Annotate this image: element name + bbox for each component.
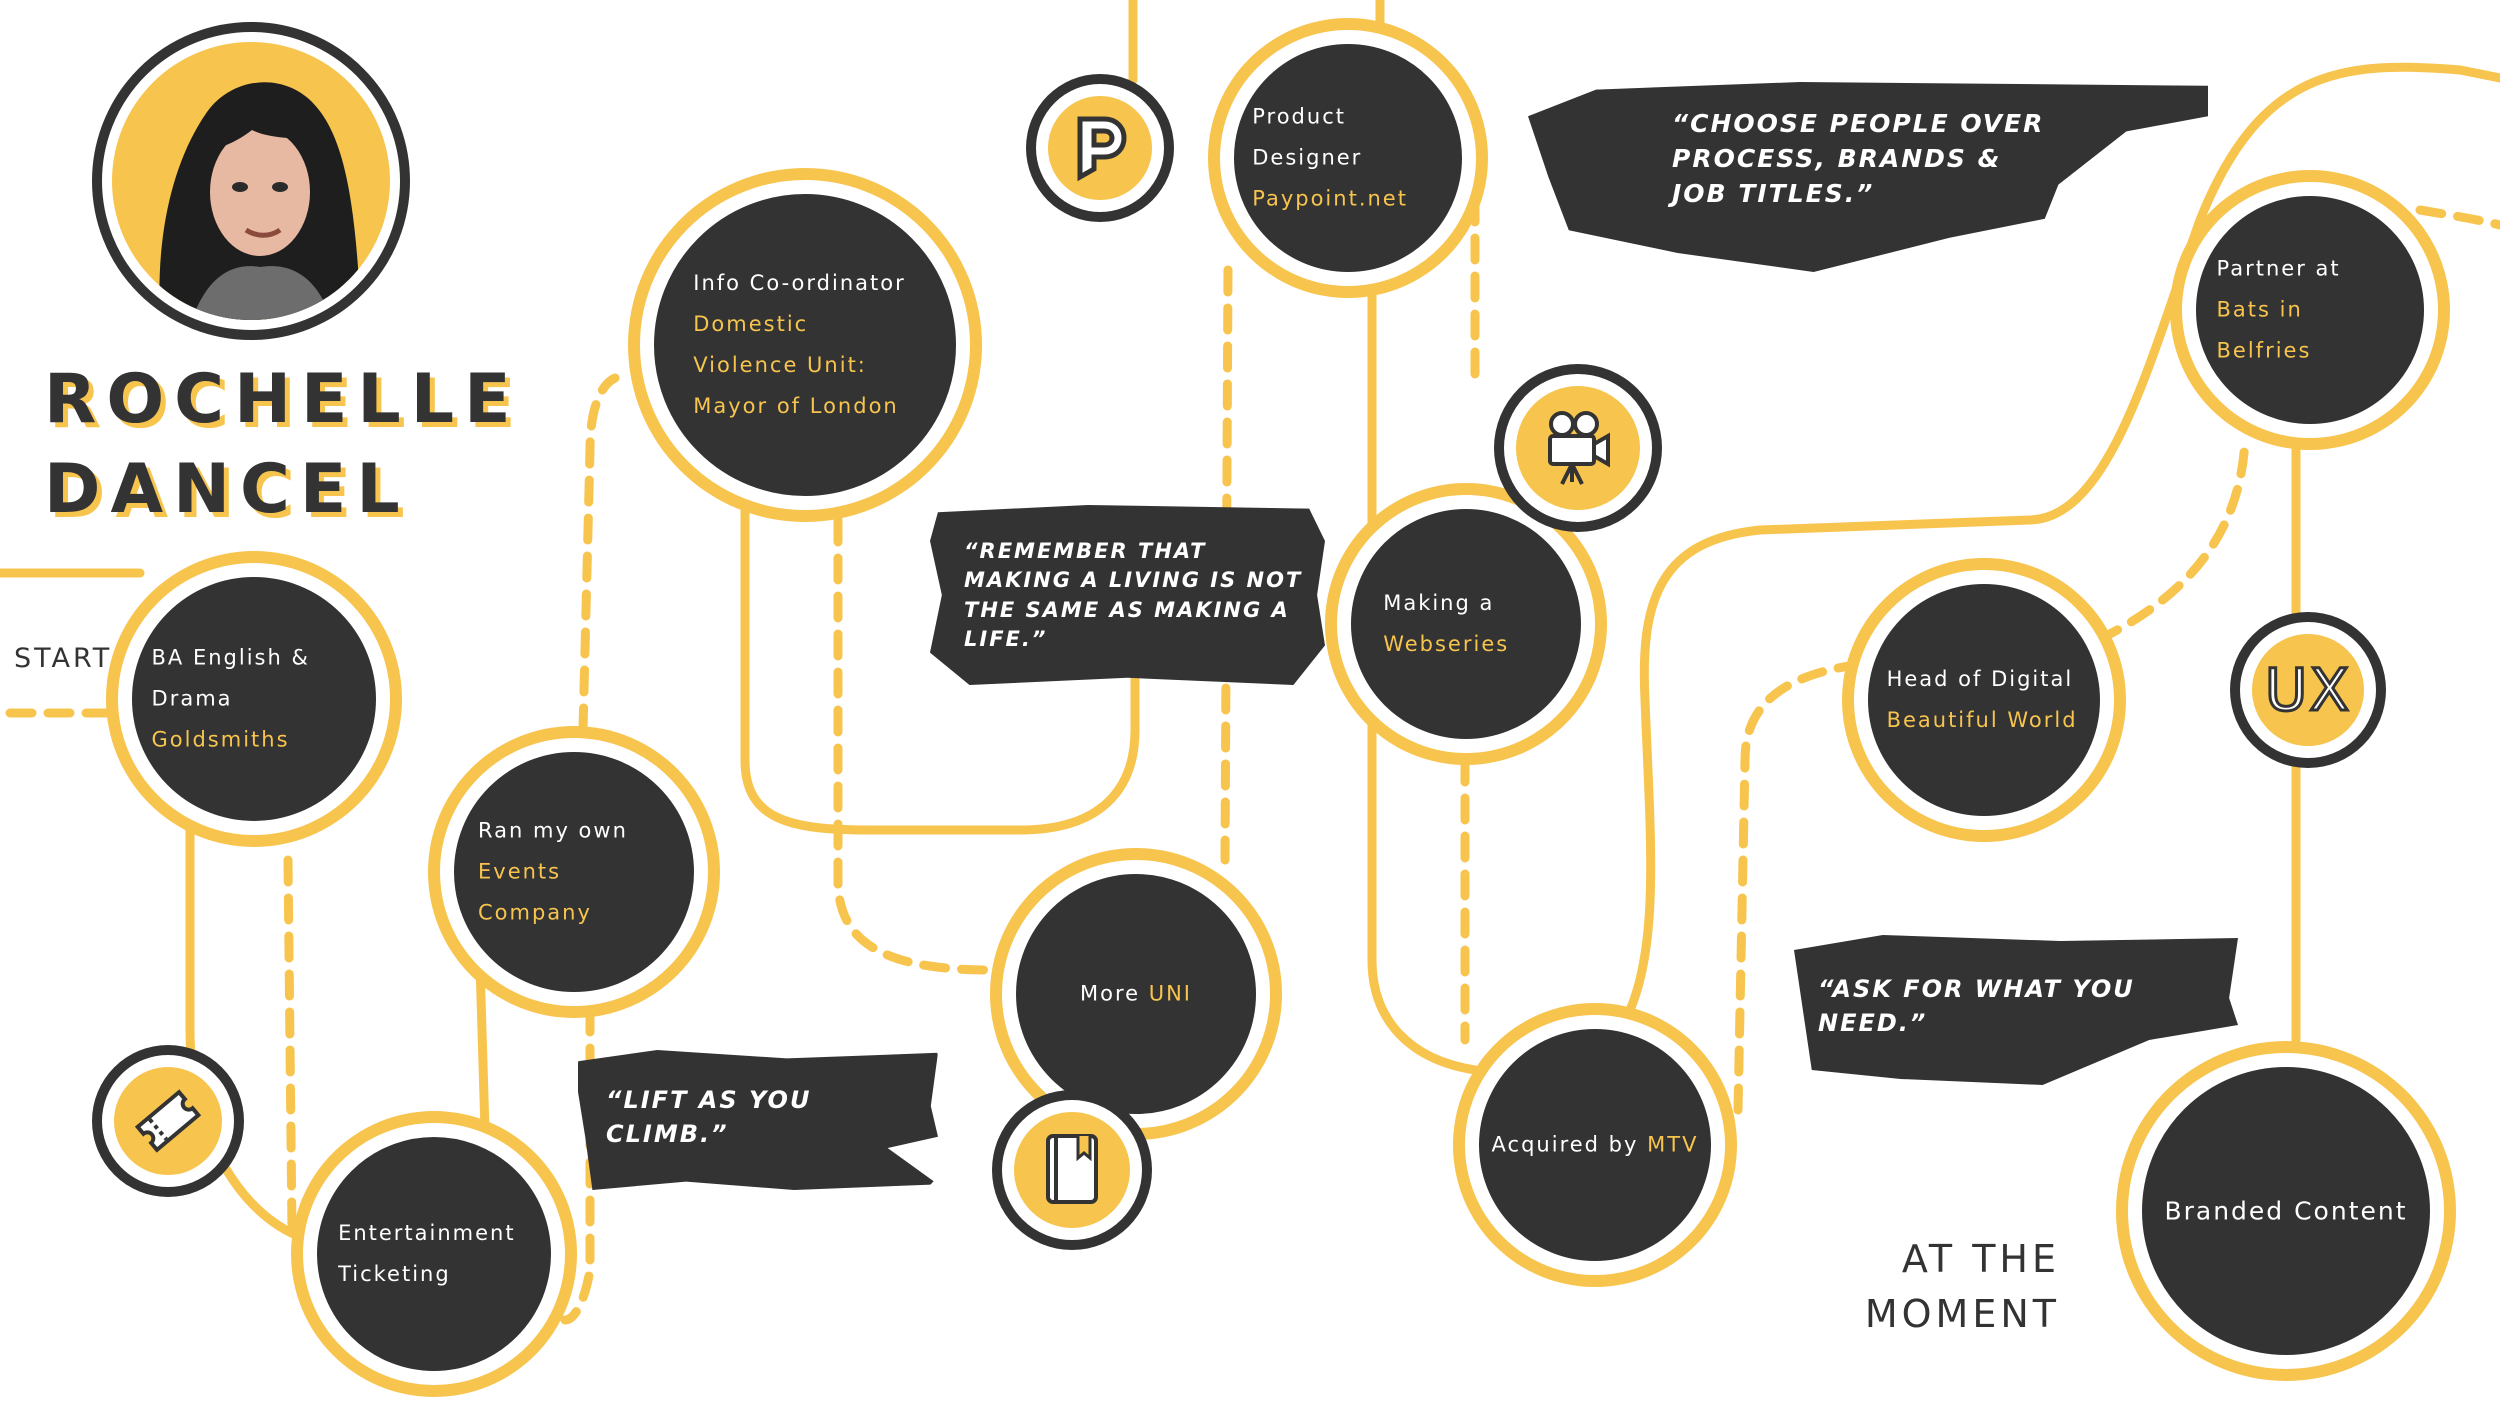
node-role: Branded Content — [2164, 1196, 2408, 1226]
path-digital-to-bats — [2093, 435, 2250, 645]
ticket-icon — [102, 1055, 234, 1187]
path-info-to-uni — [833, 515, 995, 975]
node-events-company[interactable]: Ran my own Events Company — [440, 738, 708, 1006]
node-role: Partner at — [2216, 256, 2341, 281]
node-acquired-by-mtv[interactable]: Acquired by MTV — [1465, 1015, 1725, 1275]
path-events-up-to-info — [578, 373, 620, 735]
node-more-uni[interactable]: More UNI — [1002, 860, 1270, 1128]
path-bats-right-dashed — [2415, 205, 2500, 230]
node-ba-english-drama[interactable]: BA English & Drama Goldsmiths — [118, 563, 390, 835]
node-org: UNI — [1148, 981, 1193, 1006]
ux-label: UX — [2263, 655, 2352, 726]
path-events-to-entertainment — [475, 960, 490, 1135]
ux-icon: UX — [2240, 622, 2376, 758]
name-last: DANCEL — [44, 450, 410, 529]
at-the-moment-line2: MOMENT — [1864, 1292, 2060, 1337]
node-org: MTV — [1647, 1132, 1699, 1157]
node-head-of-digital[interactable]: Head of Digital Beautiful World — [1854, 570, 2114, 830]
node-org: Bats in Belfries — [2216, 297, 2312, 363]
node-entertainment-ticketing[interactable]: Entertainment Ticketing — [303, 1123, 565, 1385]
node-role: BA English & Drama — [151, 645, 310, 711]
at-the-moment-line1: AT THE — [1901, 1237, 2060, 1281]
quote-making-a-living: “REMEMBER THAT MAKING A LIVING IS NOT TH… — [930, 505, 1325, 685]
path-product-to-mtv — [1367, 285, 1480, 1075]
quote-text: “LIFT AS YOU CLIMB.” — [606, 1086, 812, 1148]
node-org: Goldsmiths — [151, 727, 290, 752]
quote-text: “REMEMBER THAT MAKING A LIVING IS NOT TH… — [964, 539, 1303, 652]
node-org: Events Company — [478, 859, 592, 925]
path-paypoint-dashed — [1220, 265, 1233, 865]
path-ba-dashed-down — [283, 855, 297, 1235]
node-role: Entertainment Ticketing — [338, 1221, 516, 1286]
node-org: Paypoint.net — [1252, 186, 1408, 211]
path-events-down — [560, 1005, 595, 1325]
profile-photo-frame — [92, 22, 410, 340]
quote-lift-as-you-climb: “LIFT AS YOU CLIMB.” — [578, 1050, 938, 1190]
node-role: Ran my own — [478, 818, 628, 843]
avatar — [112, 42, 390, 320]
node-role: Head of Digital — [1886, 667, 2074, 691]
path-mtv-to-digital — [1733, 660, 1860, 1115]
node-role: Making a — [1383, 591, 1495, 615]
path-info-loop — [740, 505, 1140, 835]
at-the-moment-label: AT THE MOMENT — [1800, 1232, 2060, 1342]
start-label: START — [14, 643, 113, 674]
film-camera-icon — [1504, 374, 1652, 522]
name-first: ROCHELLE — [44, 360, 521, 439]
node-webseries[interactable]: Making a Webseries — [1337, 495, 1595, 753]
node-org: Domestic Violence Unit: Mayor of London — [693, 312, 899, 418]
portrait-illustration — [159, 82, 362, 320]
node-partner-bats-in-belfries[interactable]: Partner at Bats in Belfries — [2182, 182, 2438, 438]
node-role: Info Co-ordinator — [693, 271, 906, 295]
node-org: Webseries — [1383, 632, 1510, 656]
node-role: Product Designer — [1252, 104, 1363, 170]
node-info-coordinator[interactable]: Info Co-ordinator Domestic Violence Unit… — [640, 180, 970, 510]
paypoint-logo-icon — [1036, 84, 1164, 212]
node-role: Acquired by — [1491, 1132, 1639, 1157]
quote-text: “CHOOSE PEOPLE OVER PROCESS, BRANDS & JO… — [1672, 109, 2045, 208]
node-role: More — [1079, 981, 1141, 1006]
quote-text: “ASK FOR WHAT YOU NEED.” — [1818, 975, 2135, 1037]
path-mtv-to-right — [1625, 62, 2500, 1015]
node-product-designer[interactable]: Product Designer Paypoint.net — [1220, 30, 1476, 286]
node-branded-content[interactable]: Branded Content — [2128, 1053, 2444, 1369]
node-org: Beautiful World — [1886, 708, 2078, 732]
notebook-icon — [1002, 1100, 1142, 1240]
